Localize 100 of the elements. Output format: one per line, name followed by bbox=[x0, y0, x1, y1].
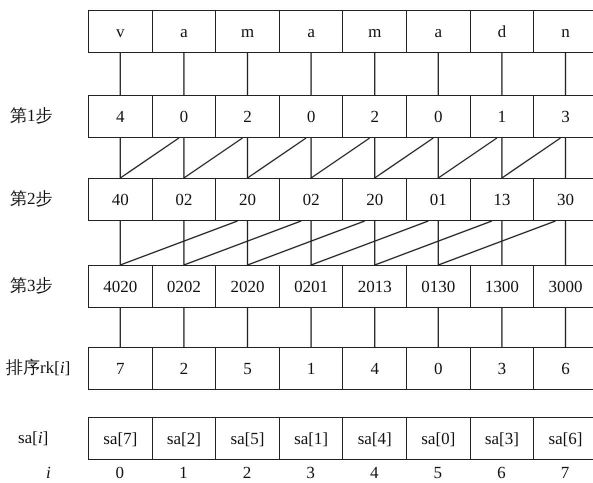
connector-line bbox=[564, 138, 566, 178]
array-cell: m bbox=[215, 10, 280, 53]
array-cell: 30 bbox=[533, 178, 593, 221]
array-cell: 02 bbox=[152, 178, 216, 221]
connector-line bbox=[120, 220, 238, 266]
array-cell: 0 bbox=[406, 95, 471, 138]
connector-line bbox=[247, 137, 306, 179]
row-label: sa[i] bbox=[18, 428, 48, 448]
array-cell: 0 bbox=[152, 95, 216, 138]
connector-line bbox=[564, 53, 566, 95]
index-label: 0 bbox=[116, 463, 124, 483]
array-cell: 1300 bbox=[470, 265, 534, 308]
array-cell: a bbox=[278, 10, 344, 53]
array-cell: 4020 bbox=[88, 265, 153, 308]
array-cell: sa[6] bbox=[533, 417, 593, 460]
array-cell: 13 bbox=[470, 178, 534, 221]
connector-line bbox=[120, 308, 121, 347]
array-cell: sa[1] bbox=[278, 417, 344, 460]
connector-line bbox=[501, 53, 503, 95]
connector-line bbox=[310, 221, 312, 265]
connector-line bbox=[184, 220, 302, 266]
connector-line bbox=[120, 53, 121, 95]
array-cell: 20 bbox=[215, 178, 280, 221]
array-cell: 7 bbox=[88, 347, 153, 390]
row-label: 排序rk[i] bbox=[6, 358, 70, 378]
connector-line bbox=[438, 221, 439, 265]
connector-line bbox=[183, 53, 185, 95]
connector-line bbox=[247, 220, 365, 266]
array-cell: 3 bbox=[533, 95, 593, 138]
row-label: 第2步 bbox=[10, 189, 52, 209]
index-label: 2 bbox=[242, 463, 252, 483]
connector-line bbox=[120, 221, 121, 265]
connector-line bbox=[374, 53, 376, 95]
index-label: 4 bbox=[370, 463, 378, 483]
connector-line bbox=[374, 220, 492, 266]
index-label: 5 bbox=[434, 463, 442, 483]
array-cell: 0 bbox=[406, 347, 471, 390]
connector-line bbox=[564, 221, 566, 265]
connector-line bbox=[374, 221, 376, 265]
array-cell: sa[0] bbox=[406, 417, 471, 460]
connector-line bbox=[184, 137, 243, 179]
array-cell: 01 bbox=[406, 178, 471, 221]
array-cell: 02 bbox=[278, 178, 344, 221]
connector-line bbox=[438, 53, 439, 95]
array-cell: 3000 bbox=[533, 265, 593, 308]
array-cell: 2020 bbox=[215, 265, 280, 308]
index-label: 3 bbox=[306, 463, 315, 483]
connector-line bbox=[183, 138, 185, 178]
connector-line bbox=[310, 220, 429, 266]
index-label: 6 bbox=[497, 463, 506, 483]
array-cell: 4 bbox=[88, 95, 153, 138]
connector-line bbox=[501, 221, 503, 265]
array-cell: n bbox=[533, 10, 593, 53]
connector-line bbox=[438, 308, 439, 347]
connector-line bbox=[438, 220, 556, 266]
array-cell: 1 bbox=[278, 347, 344, 390]
array-cell: 1 bbox=[470, 95, 534, 138]
array-cell: 0201 bbox=[278, 265, 344, 308]
connector-line bbox=[310, 308, 312, 347]
connector-line bbox=[438, 137, 498, 179]
connector-line bbox=[374, 137, 434, 179]
connector-line bbox=[501, 138, 503, 178]
array-cell: sa[4] bbox=[342, 417, 407, 460]
connector-line bbox=[502, 137, 561, 179]
array-cell: 0 bbox=[278, 95, 344, 138]
array-cell: m bbox=[342, 10, 407, 53]
array-cell: 2 bbox=[342, 95, 407, 138]
connector-line bbox=[246, 308, 248, 347]
connector-line bbox=[438, 138, 439, 178]
array-cell: d bbox=[470, 10, 534, 53]
array-cell: sa[3] bbox=[470, 417, 534, 460]
array-cell: a bbox=[152, 10, 216, 53]
array-cell: 5 bbox=[215, 347, 280, 390]
connector-line bbox=[374, 138, 376, 178]
connector-line bbox=[246, 138, 248, 178]
array-cell: 2 bbox=[152, 347, 216, 390]
array-cell: 4 bbox=[342, 347, 407, 390]
connector-line bbox=[310, 137, 370, 179]
row-label: 第3步 bbox=[10, 276, 52, 296]
array-cell: v bbox=[88, 10, 153, 53]
array-cell: 40 bbox=[88, 178, 153, 221]
connector-line bbox=[183, 221, 185, 265]
connector-line bbox=[246, 53, 248, 95]
connector-line bbox=[564, 308, 566, 347]
array-cell: 2 bbox=[215, 95, 280, 138]
array-cell: sa[2] bbox=[152, 417, 216, 460]
array-cell: 0130 bbox=[406, 265, 471, 308]
connector-line bbox=[310, 138, 312, 178]
index-label: 7 bbox=[560, 463, 570, 483]
row-label: 第1步 bbox=[10, 106, 52, 126]
array-cell: 0202 bbox=[152, 265, 216, 308]
connector-line bbox=[120, 137, 180, 179]
connector-line bbox=[310, 53, 312, 95]
array-cell: sa[7] bbox=[88, 417, 153, 460]
index-label: 1 bbox=[179, 463, 188, 483]
connector-line bbox=[120, 138, 121, 178]
array-cell: 2013 bbox=[342, 265, 407, 308]
index-label: i bbox=[46, 463, 51, 483]
array-cell: 3 bbox=[470, 347, 534, 390]
array-cell: a bbox=[406, 10, 471, 53]
